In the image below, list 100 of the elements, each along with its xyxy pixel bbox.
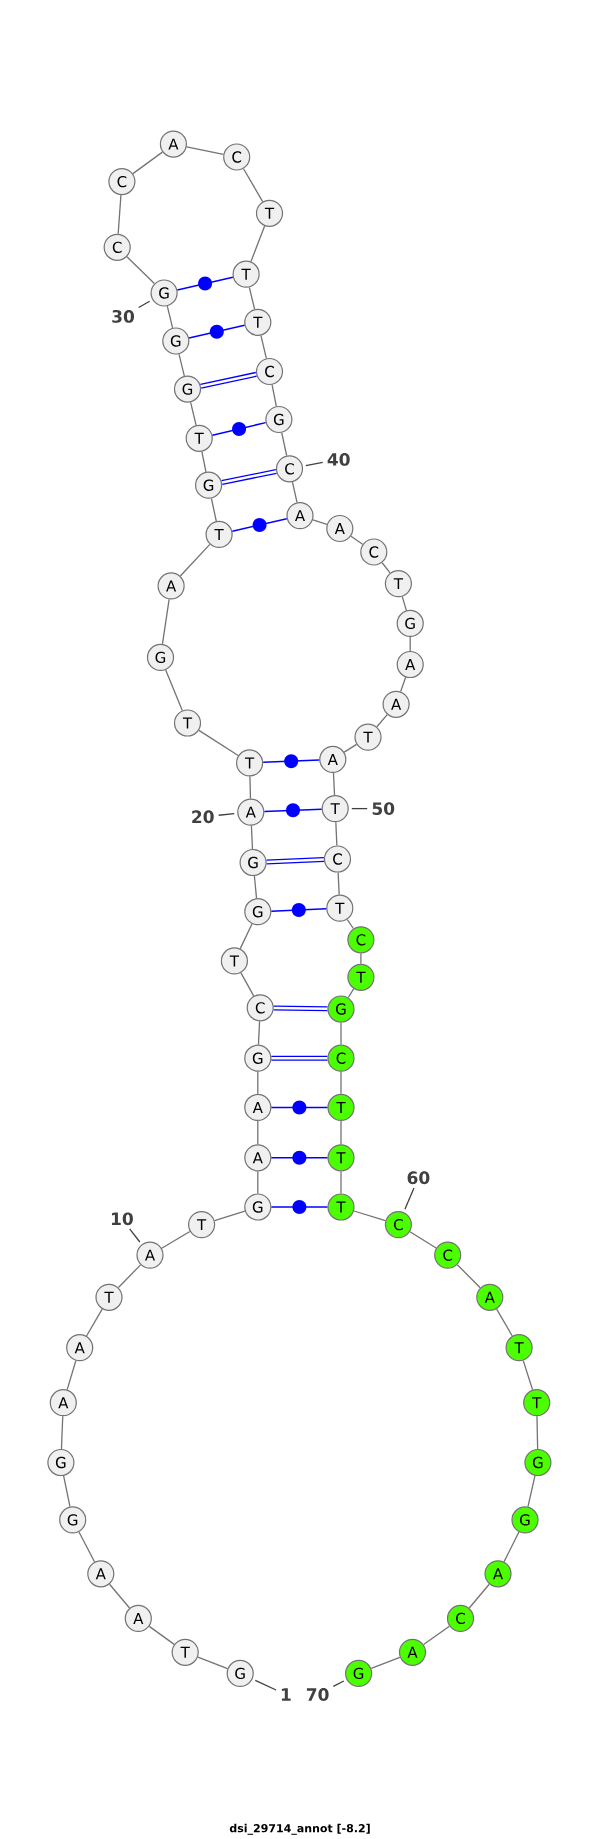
backbone-line (260, 334, 267, 359)
backbone-line (340, 1120, 342, 1145)
backbone-line (409, 636, 411, 652)
backbone-line (186, 146, 225, 155)
leader-line (404, 1187, 415, 1210)
position-number: 50 (372, 802, 395, 816)
backbone-line (347, 988, 355, 999)
backbone-line (337, 871, 340, 896)
backbone-line (253, 875, 258, 899)
backbone-line (376, 714, 388, 728)
backbone-line (248, 286, 256, 310)
backbone-line (161, 1230, 191, 1249)
base-pair-line (270, 1200, 329, 1214)
base-pair-line (270, 902, 327, 917)
backbone-line (240, 972, 255, 997)
backbone-line (166, 305, 174, 329)
backbone-line (401, 596, 407, 611)
backbone-line (281, 432, 288, 457)
backbone-line (346, 918, 354, 930)
backbone-line (85, 1308, 103, 1337)
backbone-line (179, 543, 211, 577)
backbone-line (108, 1583, 131, 1609)
backbone-line (161, 598, 170, 645)
leader-line (218, 813, 235, 816)
backbone-line (190, 401, 197, 426)
backbone-line (257, 1120, 259, 1145)
backbone-line (250, 825, 254, 850)
caption: dsi_29714_annot [-8.2] (229, 1823, 370, 1835)
base-pair-line (266, 857, 325, 865)
backbone-line (370, 1656, 401, 1670)
backbone-line (63, 1475, 71, 1508)
backbone-line (291, 481, 298, 503)
backbone-line (78, 1531, 96, 1563)
backbone-line (496, 1308, 513, 1337)
position-number: 20 (192, 810, 214, 824)
base-pair-line (176, 276, 234, 291)
position-number: 60 (407, 1171, 430, 1185)
base-pair-line (211, 421, 267, 436)
base-pair-line (270, 1100, 329, 1115)
backbone-line (527, 1475, 536, 1508)
backbone-line (456, 1264, 481, 1289)
backbone-line (343, 743, 358, 753)
backbone-line (257, 1071, 259, 1095)
backbone-line (257, 1020, 261, 1046)
backbone-line (409, 1231, 437, 1249)
base-pair-line (200, 371, 257, 389)
position-number: 30 (112, 309, 134, 323)
base-pair-line (273, 1005, 328, 1012)
backbone-line (340, 1021, 342, 1046)
backbone-line (148, 1625, 175, 1645)
leader-line (254, 1679, 277, 1691)
backbone-line (239, 923, 253, 950)
backbone-line (126, 256, 155, 285)
backbone-line (468, 1583, 490, 1609)
backbone-line (197, 1656, 229, 1670)
base-pair-line (188, 324, 246, 339)
base-pair-line (270, 1150, 329, 1165)
backbone-line (522, 1360, 534, 1391)
backbone-line (271, 384, 277, 407)
backbone-line (400, 676, 407, 693)
leader-line (332, 1680, 345, 1688)
backbone-line (332, 772, 336, 796)
backbone-line (381, 562, 391, 574)
backbone-line (60, 1415, 64, 1450)
position-number: 70 (306, 1688, 329, 1701)
backbone-line (198, 729, 239, 757)
leader-line (138, 300, 151, 309)
backbone-line (257, 1170, 259, 1195)
backbone-line (249, 775, 252, 800)
backbone-line (201, 451, 207, 473)
backbone-line (213, 1210, 246, 1222)
backbone-line (165, 669, 183, 712)
backbone-line (335, 821, 338, 847)
backbone-line (353, 1210, 387, 1222)
backbone-line (250, 225, 266, 263)
backbone-line (312, 519, 328, 525)
backbone-line (536, 1415, 539, 1450)
backbone-line (132, 151, 164, 175)
base-pair-line (231, 517, 288, 533)
position-number: 40 (327, 452, 350, 466)
backbone-line (210, 497, 217, 522)
backbone-line (340, 1170, 342, 1195)
position-number: 1 (281, 1688, 291, 1701)
backbone-line (66, 1360, 77, 1391)
leader-line (351, 807, 368, 810)
base-pair-line (263, 803, 323, 818)
leader-line (129, 1228, 141, 1243)
backbone-line (360, 952, 362, 965)
backbone-line (242, 168, 264, 203)
backbone-line (117, 194, 122, 235)
base-pair-line (271, 1055, 328, 1061)
base-pair-line (221, 469, 277, 485)
backbone-line (350, 535, 364, 545)
base-pair-line (262, 754, 320, 769)
backbone-line (178, 353, 185, 377)
leader-line (305, 461, 324, 467)
backbone-line (117, 1264, 142, 1289)
backbone-line (422, 1625, 451, 1646)
position-number: 10 (112, 1212, 133, 1226)
backbone-line (503, 1531, 520, 1563)
